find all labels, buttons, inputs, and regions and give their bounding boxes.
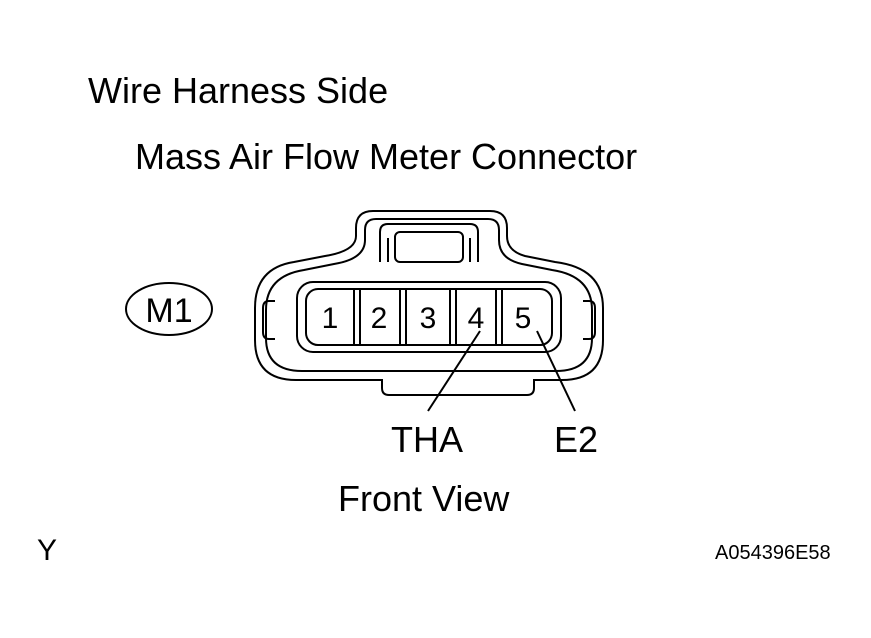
callout-label-tha: THA bbox=[391, 419, 463, 460]
pin-cavity-frame-outer bbox=[296, 281, 562, 353]
pin-cavity-frame-inner bbox=[305, 288, 553, 346]
connector-housing-inner bbox=[265, 218, 593, 372]
title-connector-name: Mass Air Flow Meter Connector bbox=[135, 136, 638, 177]
connector-side-tab-right bbox=[583, 300, 596, 340]
connector-id-ellipse bbox=[125, 282, 213, 336]
connector-side-tab-left bbox=[262, 300, 275, 340]
pin-label-5: 5 bbox=[515, 302, 532, 335]
callout-leader-e2 bbox=[536, 330, 576, 412]
corner-mark: Y bbox=[37, 534, 58, 567]
figure-code: A054396E58 bbox=[715, 542, 831, 564]
pin-label-1: 1 bbox=[322, 302, 339, 335]
callout-leader-tha bbox=[427, 330, 481, 412]
pin-label-4: 4 bbox=[468, 302, 485, 335]
pin-label-2: 2 bbox=[371, 302, 388, 335]
caption-front-view: Front View bbox=[338, 478, 510, 519]
callout-label-e2: E2 bbox=[554, 419, 598, 460]
connector-latch-body bbox=[394, 231, 464, 263]
pin-label-3: 3 bbox=[420, 302, 437, 335]
connector-id-label: M1 bbox=[145, 292, 192, 330]
title-wire-harness-side: Wire Harness Side bbox=[88, 70, 389, 111]
connector-housing-outer bbox=[254, 210, 604, 396]
connector-latch bbox=[379, 223, 479, 262]
